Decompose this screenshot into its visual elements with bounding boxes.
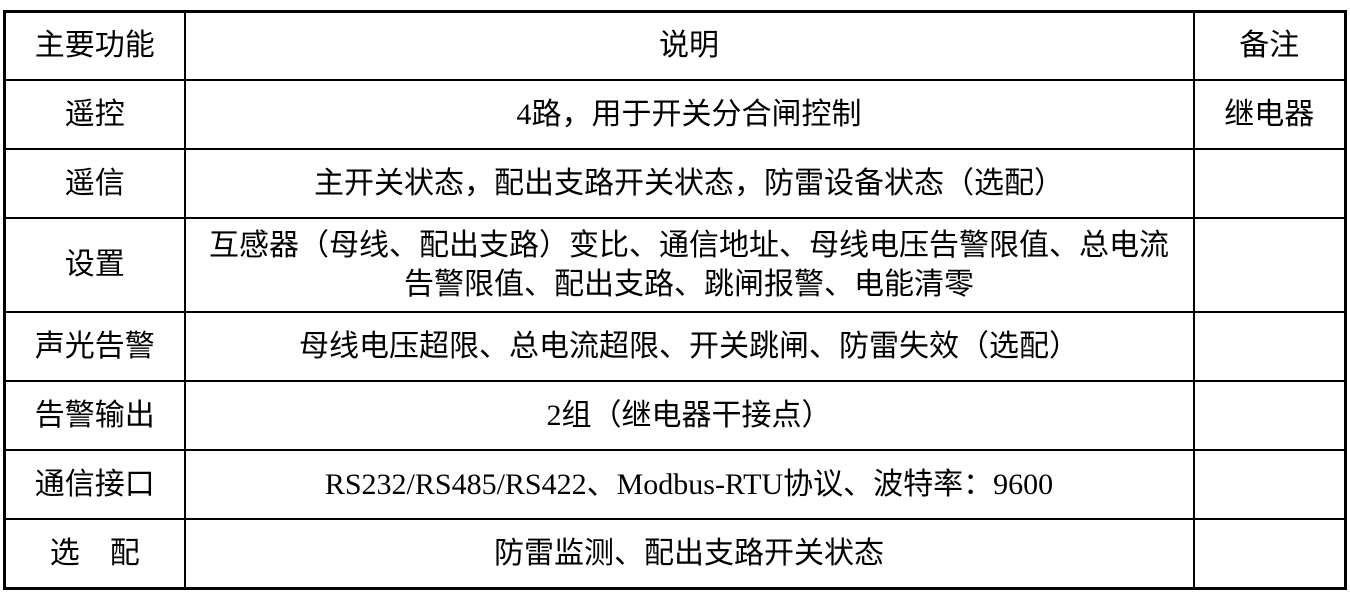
table-row-optional: 选 配 防雷监测、配出支路开关状态 (3, 518, 1347, 590)
function-cell: 通信接口 (3, 449, 186, 521)
function-cell: 告警输出 (3, 379, 186, 452)
table-row-remote-control: 遥控 4路，用于开关分合闸控制 继电器 (3, 78, 1347, 150)
remark-cell (1192, 379, 1347, 452)
function-spec-table: 主要功能 说明 备注 遥控 4路，用于开关分合闸控制 继电器 遥信 主开关状态，… (3, 10, 1347, 590)
function-cell: 设置 (3, 216, 186, 313)
description-cell: RS232/RS485/RS422、Modbus-RTU协议、波特率：9600 (183, 449, 1195, 521)
description-cell: 母线电压超限、总电流超限、开关跳闸、防雷失效（选配） (183, 310, 1195, 382)
table-row-alarm-output: 告警输出 2组（继电器干接点） (3, 379, 1347, 452)
function-cell: 遥控 (3, 78, 186, 150)
table-header-row: 主要功能 说明 备注 (3, 10, 1347, 81)
function-cell: 声光告警 (3, 310, 186, 382)
table-row-audio-visual-alarm: 声光告警 母线电压超限、总电流超限、开关跳闸、防雷失效（选配） (3, 310, 1347, 382)
description-cell: 互感器（母线、配出支路）变比、通信地址、母线电压告警限值、总电流告警限值、配出支… (183, 216, 1195, 313)
col-header-remark: 备注 (1192, 10, 1347, 81)
remark-cell: 继电器 (1192, 78, 1347, 150)
table-row-comm-interface: 通信接口 RS232/RS485/RS422、Modbus-RTU协议、波特率：… (3, 449, 1347, 521)
table-row-settings: 设置 互感器（母线、配出支路）变比、通信地址、母线电压告警限值、总电流告警限值、… (3, 216, 1347, 313)
table-row-remote-signal: 遥信 主开关状态，配出支路开关状态，防雷设备状态（选配） (3, 147, 1347, 219)
remark-cell (1192, 147, 1347, 219)
description-cell: 主开关状态，配出支路开关状态，防雷设备状态（选配） (183, 147, 1195, 219)
description-cell: 2组（继电器干接点） (183, 379, 1195, 452)
remark-cell (1192, 216, 1347, 313)
remark-cell (1192, 449, 1347, 521)
description-cell: 4路，用于开关分合闸控制 (183, 78, 1195, 150)
remark-cell (1192, 518, 1347, 590)
col-header-main-function: 主要功能 (3, 10, 186, 81)
col-header-description: 说明 (183, 10, 1195, 81)
function-cell: 遥信 (3, 147, 186, 219)
description-cell: 防雷监测、配出支路开关状态 (183, 518, 1195, 590)
function-cell: 选 配 (3, 518, 186, 590)
remark-cell (1192, 310, 1347, 382)
